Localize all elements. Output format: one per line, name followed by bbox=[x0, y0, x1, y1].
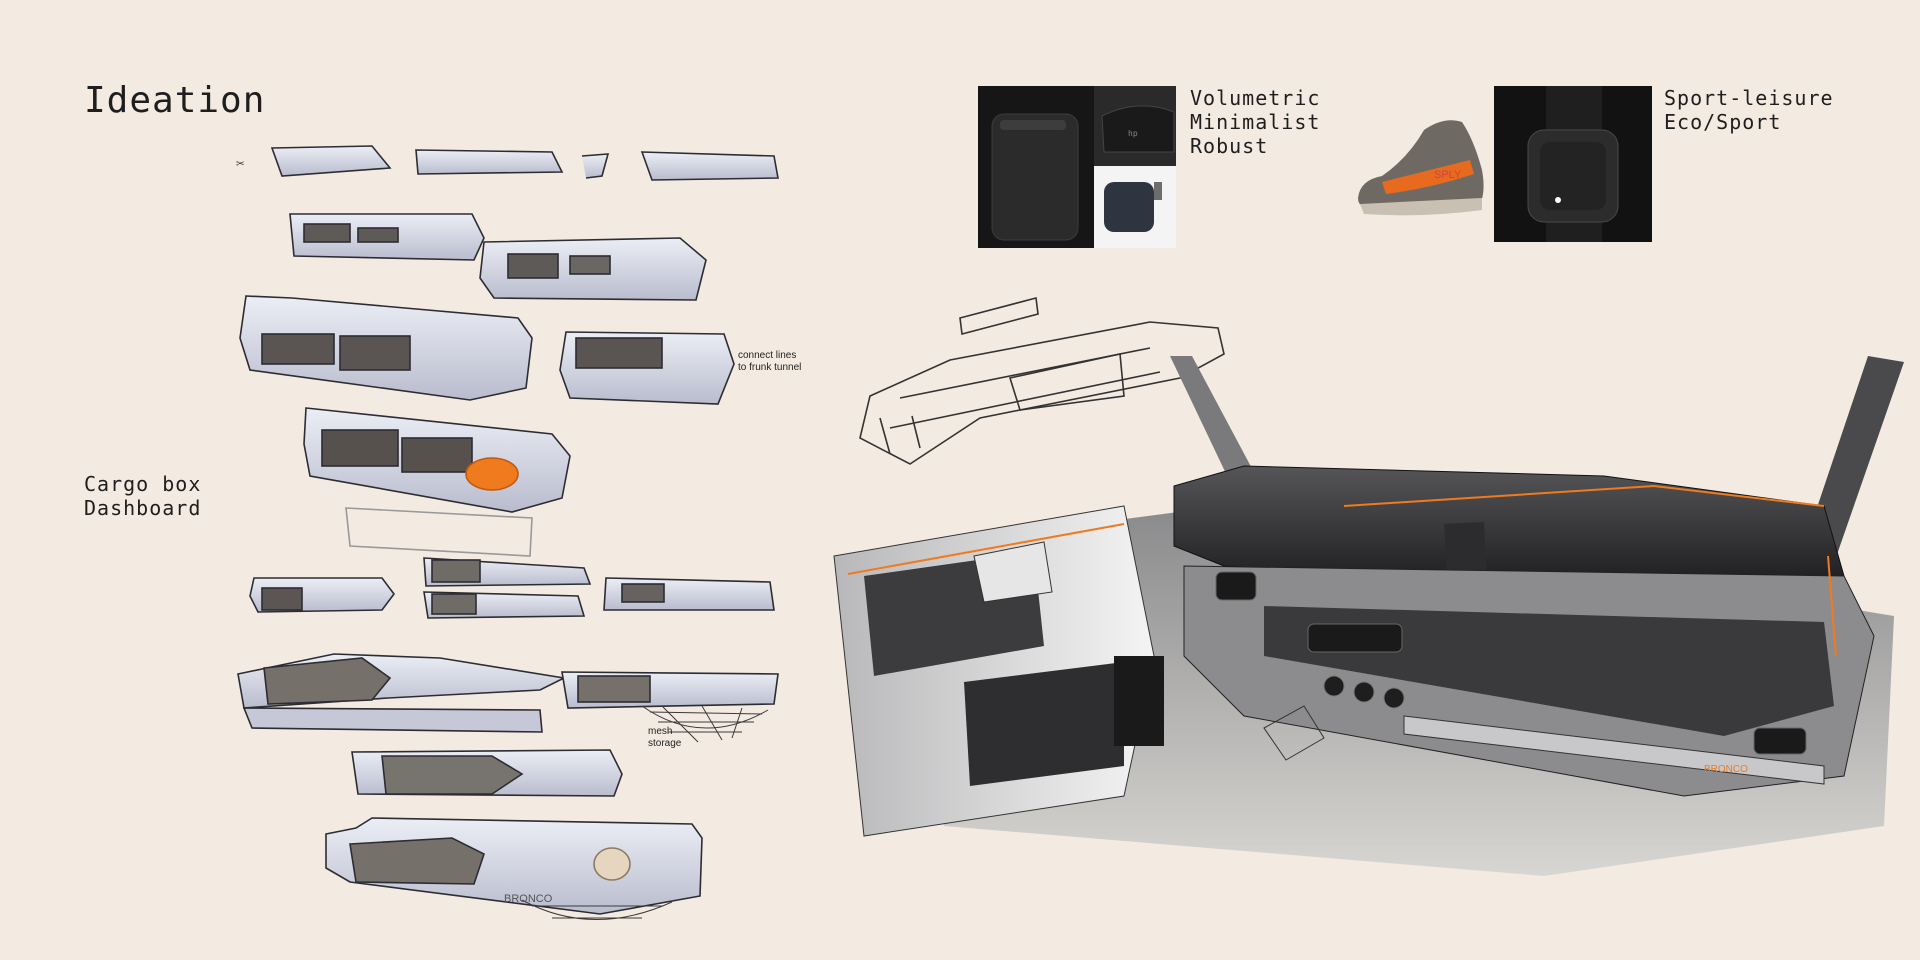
dashboard-line-sketch bbox=[859, 296, 1225, 465]
section-label-line-1: Cargo box bbox=[84, 472, 202, 496]
moodboard-2-shoe-image: SPLY bbox=[1352, 100, 1490, 224]
moodboard-2-watch-image bbox=[1494, 86, 1652, 242]
shoe-print-text: SPLY bbox=[1434, 169, 1462, 181]
keyword: Minimalist bbox=[1190, 110, 1321, 134]
keyword: Volumetric bbox=[1190, 86, 1321, 110]
annotation-mesh-storage: mesh storage bbox=[648, 726, 681, 750]
keyword: Robust bbox=[1190, 134, 1269, 158]
watch-icon bbox=[1527, 86, 1619, 242]
annotation-line: storage bbox=[648, 738, 682, 749]
moodboard-2-keywords: Sport-leisure Eco/Sport bbox=[1664, 86, 1834, 134]
sketch-logo-text: BRONCO bbox=[504, 893, 553, 905]
keyword: Sport-leisure bbox=[1664, 86, 1834, 110]
section-label: Cargo box Dashboard bbox=[84, 472, 201, 520]
keyword: Eco/Sport bbox=[1664, 110, 1782, 134]
sneaker-icon: SPLY bbox=[1358, 120, 1484, 216]
annotation-line: to frunk tunnel bbox=[738, 362, 802, 373]
moodboard-1-collage: hp bbox=[978, 86, 1176, 248]
dashboard-render: BRONCO bbox=[833, 356, 1904, 876]
scissors-icon: ✂ bbox=[236, 156, 245, 172]
hp-logo-icon: hp bbox=[1128, 129, 1138, 138]
moodboard-1-keywords: Volumetric Minimalist Robust bbox=[1190, 86, 1320, 158]
section-label-line-2: Dashboard bbox=[84, 496, 202, 520]
page-title: Ideation bbox=[84, 80, 266, 121]
ideation-sketches: ✂ bbox=[236, 145, 779, 920]
annotation-line: connect lines bbox=[738, 350, 797, 361]
dash-logo-text: BRONCO bbox=[1704, 764, 1748, 775]
moodboard-1-image: hp bbox=[978, 86, 1176, 248]
annotation-connect-lines: connect lines to frunk tunnel bbox=[738, 350, 801, 374]
annotation-line: mesh bbox=[648, 726, 673, 737]
